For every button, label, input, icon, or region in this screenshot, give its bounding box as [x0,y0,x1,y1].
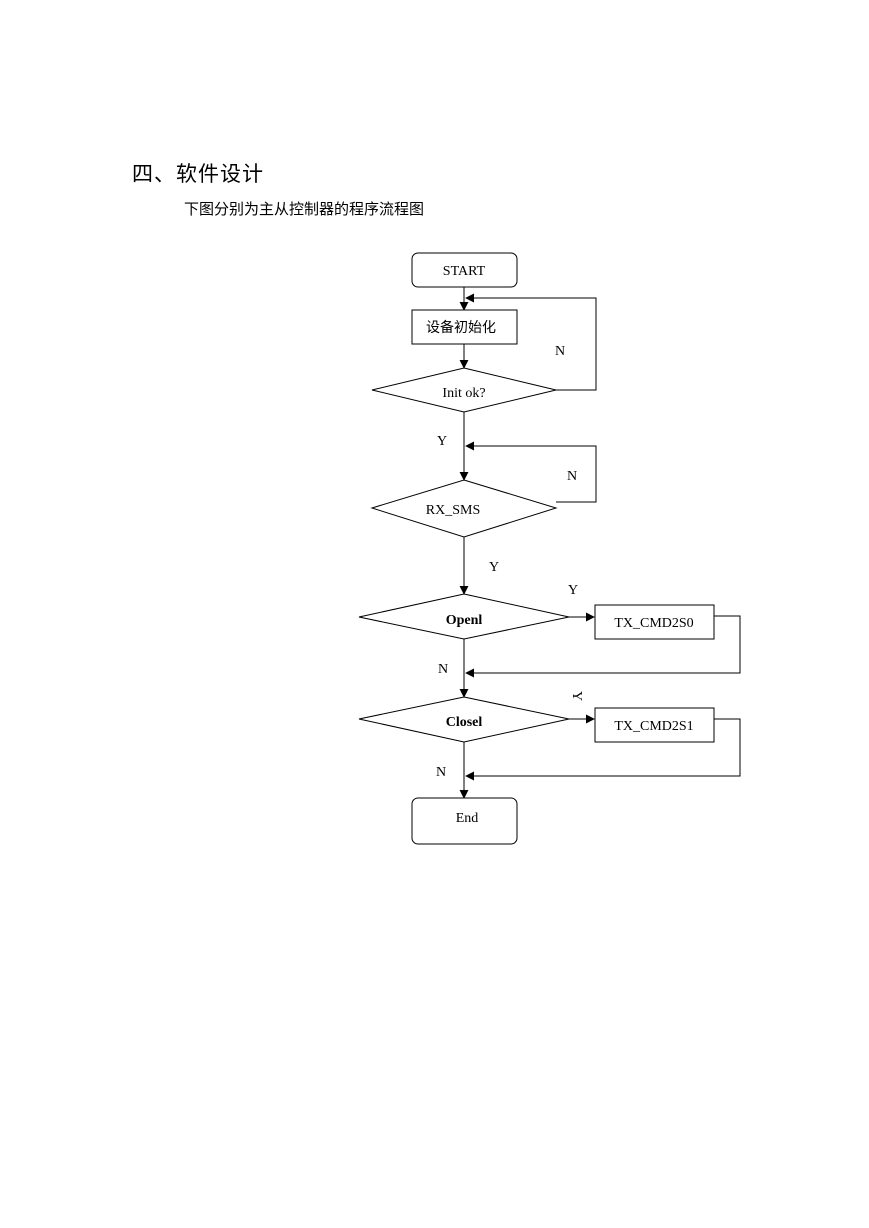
node-start-label: START [443,264,486,279]
node-open-label: Openl [446,613,483,628]
node-tx-close-label: TX_CMD2S1 [614,719,693,734]
node-close-label: Closel [446,715,483,730]
node-init-label: 设备初始化 [426,319,496,336]
node-init-check [371,367,557,413]
edge-label-open-no: N [438,662,448,677]
node-init [411,309,518,345]
node-open [358,593,570,640]
edge-label-close-yes: Y [569,691,584,701]
edge-label-rx-no: N [567,469,577,484]
node-tx-open-label: TX_CMD2S0 [614,616,693,631]
edge-label-rx-yes: Y [489,560,499,575]
node-close [358,696,570,743]
node-init-check-label: Init ok? [442,386,485,401]
edge-rx-no [465,441,597,503]
edge-label-init-no: N [555,344,565,359]
edge-init-no [465,293,597,391]
node-rx-sms [370,479,558,538]
edge-txclose-return [465,718,741,781]
node-tx-close [594,707,715,743]
edge-label-close-no: N [436,765,446,780]
node-end [411,797,518,845]
node-rx-sms-label: RX_SMS [426,503,480,518]
edge-label-init-yes: Y [437,434,447,449]
section-heading: 四、软件设计 [132,162,264,186]
node-tx-open [594,604,715,640]
edge-label-open-yes: Y [568,583,578,598]
node-start [411,252,518,288]
node-end-label: End [456,811,479,826]
section-intro: 下图分别为主从控制器的程序流程图 [184,200,425,218]
edge-txopen-return [465,615,741,678]
